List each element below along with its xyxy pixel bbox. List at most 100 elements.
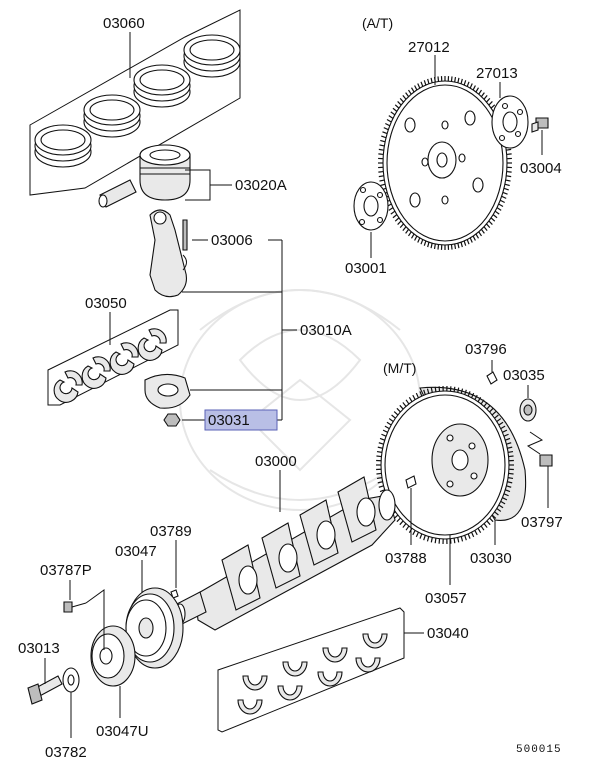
main-bearings-group[interactable]: 03040 <box>217 607 469 733</box>
gear-tooth <box>469 83 473 89</box>
pilot-bearing-group[interactable]: 03035 <box>503 367 545 422</box>
gear-tooth <box>460 78 463 84</box>
gear-tooth <box>480 525 485 531</box>
label-03788[interactable]: 03788 <box>385 550 427 567</box>
gear-tooth <box>486 223 491 229</box>
label-03031[interactable]: 03031 <box>208 412 250 429</box>
gear-tooth <box>477 528 482 533</box>
gear-tooth <box>486 520 491 526</box>
gear-tooth <box>490 104 496 109</box>
label-03020A[interactable]: 03020A <box>235 177 287 194</box>
gear-tooth <box>430 537 433 543</box>
main-bearing-half <box>355 657 381 673</box>
label-03057[interactable]: 03057 <box>425 590 467 607</box>
bearings-box-outline <box>47 309 179 406</box>
rod-bolt-label-group[interactable]: 03006 <box>192 232 282 249</box>
label-03006[interactable]: 03006 <box>211 232 253 249</box>
connecting-rod-group <box>149 209 188 298</box>
flywheel-bolt <box>539 454 553 467</box>
label-03030[interactable]: 03030 <box>470 550 512 567</box>
gear-tooth <box>405 399 410 405</box>
label-03782[interactable]: 03782 <box>45 744 87 761</box>
gear-tooth <box>478 89 482 95</box>
flexplate-group[interactable]: 27012 <box>378 39 512 250</box>
dowel-pin-group[interactable]: 03796 <box>465 341 507 385</box>
label-03047U[interactable]: 03047U <box>96 723 149 740</box>
label-03050[interactable]: 03050 <box>85 295 127 312</box>
label-03013[interactable]: 03013 <box>18 640 60 657</box>
main-bearing-half <box>362 633 388 649</box>
conrod-bearings-group[interactable]: 03050 <box>47 295 179 406</box>
label-03010A[interactable]: 03010A <box>300 322 352 339</box>
gear-tooth <box>408 397 413 402</box>
label-03789[interactable]: 03789 <box>150 523 192 540</box>
gear-tooth <box>399 520 404 526</box>
label-27012[interactable]: 27012 <box>408 39 450 56</box>
bearing-pair-3 <box>109 342 139 375</box>
gear-tooth <box>414 85 418 91</box>
flywheel-label-group[interactable]: 03030 03057 <box>425 520 512 607</box>
gear-tooth <box>385 122 391 127</box>
gear-tooth <box>402 402 407 407</box>
gear-tooth <box>430 387 433 393</box>
label-03000[interactable]: 03000 <box>255 453 297 470</box>
label-03797[interactable]: 03797 <box>521 514 563 531</box>
flywheel-dowel-group[interactable]: 03788 <box>385 475 427 567</box>
gear-tooth <box>505 489 511 493</box>
gear-tooth <box>427 242 430 248</box>
spacer-group[interactable]: 03001 <box>345 181 389 277</box>
gear-tooth <box>480 228 485 234</box>
label-03040[interactable]: 03040 <box>427 625 469 642</box>
gear-tooth <box>405 228 410 234</box>
crank-flange <box>378 489 396 521</box>
ring-set-1 <box>34 124 92 168</box>
bearing-pair-1 <box>53 370 83 403</box>
rod-nut-group[interactable]: 03031 <box>163 409 278 431</box>
gear-tooth <box>504 183 510 187</box>
gear-tooth <box>415 532 419 538</box>
crank-washer-group[interactable]: 03782 <box>45 667 87 761</box>
gear-tooth <box>490 217 496 222</box>
flexplate-bolt-group[interactable]: 03004 <box>520 117 562 177</box>
piston-pin <box>98 179 137 208</box>
gear-tooth <box>386 118 392 123</box>
label-03001[interactable]: 03001 <box>345 260 387 277</box>
label-03004[interactable]: 03004 <box>520 160 562 177</box>
label-27013[interactable]: 27013 <box>476 65 518 82</box>
piston-group[interactable]: 03020A <box>98 144 287 208</box>
pulley-hub-group[interactable]: 03047U <box>90 625 149 740</box>
gear-tooth <box>450 76 453 82</box>
gear-tooth <box>507 450 514 453</box>
crankshaft-group[interactable]: 03000 <box>174 453 396 631</box>
gear-tooth <box>393 411 399 416</box>
conrod-assembly-bracket[interactable]: 03010A <box>182 240 352 421</box>
flywheel-bolt-group[interactable]: 03797 <box>521 454 563 531</box>
gear-tooth <box>399 223 404 229</box>
piston-rings-group[interactable]: 03060 <box>29 9 241 196</box>
gear-tooth <box>419 391 423 397</box>
crank-key-group[interactable]: 03789 <box>150 523 192 599</box>
gear-tooth <box>405 92 410 98</box>
gear-tooth <box>464 389 467 395</box>
label-03796[interactable]: 03796 <box>465 341 507 358</box>
label-03047[interactable]: 03047 <box>115 543 157 560</box>
label-03787P[interactable]: 03787P <box>40 562 92 579</box>
crank-bolt-group[interactable]: 03013 <box>18 640 63 705</box>
label-03060[interactable]: 03060 <box>103 15 145 32</box>
bearing-pair-2 <box>81 356 111 389</box>
adapter-plate-group[interactable]: 27013 <box>476 65 529 149</box>
gear-tooth <box>498 203 504 208</box>
gear-tooth <box>427 78 430 84</box>
gear-tooth <box>463 240 467 246</box>
crank-pulley-group[interactable]: 03047 <box>115 543 184 669</box>
gear-tooth <box>457 537 460 543</box>
label-03035[interactable]: 03035 <box>503 367 545 384</box>
gear-tooth <box>506 485 512 488</box>
gear-tooth <box>489 407 494 413</box>
figure-code: 500015 <box>516 744 562 756</box>
gear-tooth <box>499 199 505 204</box>
pulley-bolt-group[interactable]: 03787P <box>40 562 105 650</box>
gear-tooth <box>383 127 389 131</box>
gear-tooth <box>464 535 467 541</box>
gear-tooth <box>391 414 396 419</box>
